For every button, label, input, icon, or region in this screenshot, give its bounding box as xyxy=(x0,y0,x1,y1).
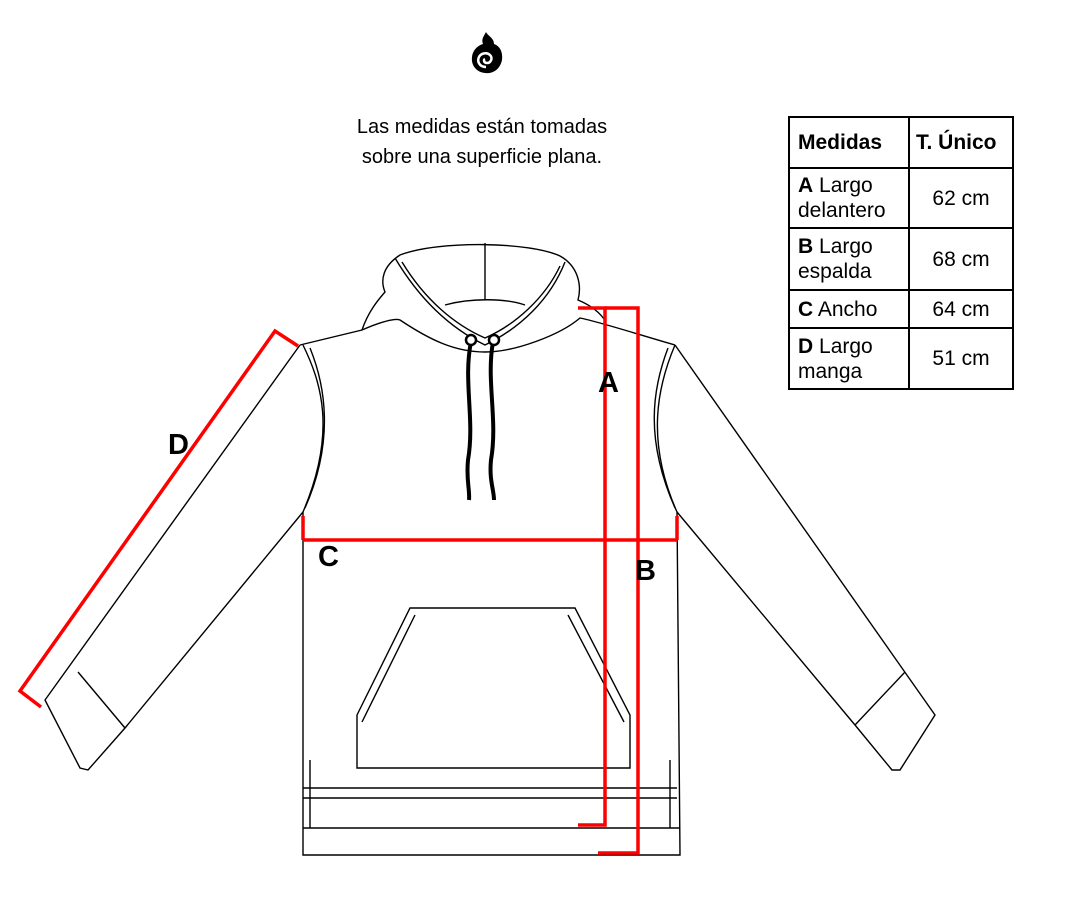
measurement-note: Las medidas están tomadas sobre una supe… xyxy=(282,112,682,172)
row-value: 51 cm xyxy=(908,327,1014,390)
table-header: Medidas T. Único xyxy=(788,116,1014,169)
hood xyxy=(361,243,607,331)
label-d: D xyxy=(168,429,189,461)
header-talla: T. Único xyxy=(908,116,1014,169)
label-b: B xyxy=(635,555,656,587)
label-a: A xyxy=(598,367,619,399)
left-sleeve xyxy=(44,344,304,771)
measure-c xyxy=(301,516,679,542)
header-medidas: Medidas xyxy=(788,116,910,169)
drawstrings xyxy=(465,341,496,501)
measure-d xyxy=(17,328,299,709)
hoodie-outline xyxy=(44,243,936,856)
row-value: 62 cm xyxy=(908,167,1014,229)
row-value: 68 cm xyxy=(908,227,1014,291)
measurement-lines xyxy=(17,306,679,855)
label-c: C xyxy=(318,541,339,573)
right-sleeve xyxy=(674,344,936,771)
note-line-2: sobre una superficie plana. xyxy=(361,146,603,168)
measure-b xyxy=(598,306,640,855)
note-line-1: Las medidas están tomadas xyxy=(356,116,608,138)
table-row: C Ancho 64 cm xyxy=(788,289,1014,329)
row-label: C Ancho xyxy=(788,289,910,329)
row-value: 64 cm xyxy=(908,289,1014,329)
measure-a xyxy=(578,306,607,827)
brand-logo-icon xyxy=(471,32,503,74)
kangaroo-pocket xyxy=(356,607,631,769)
